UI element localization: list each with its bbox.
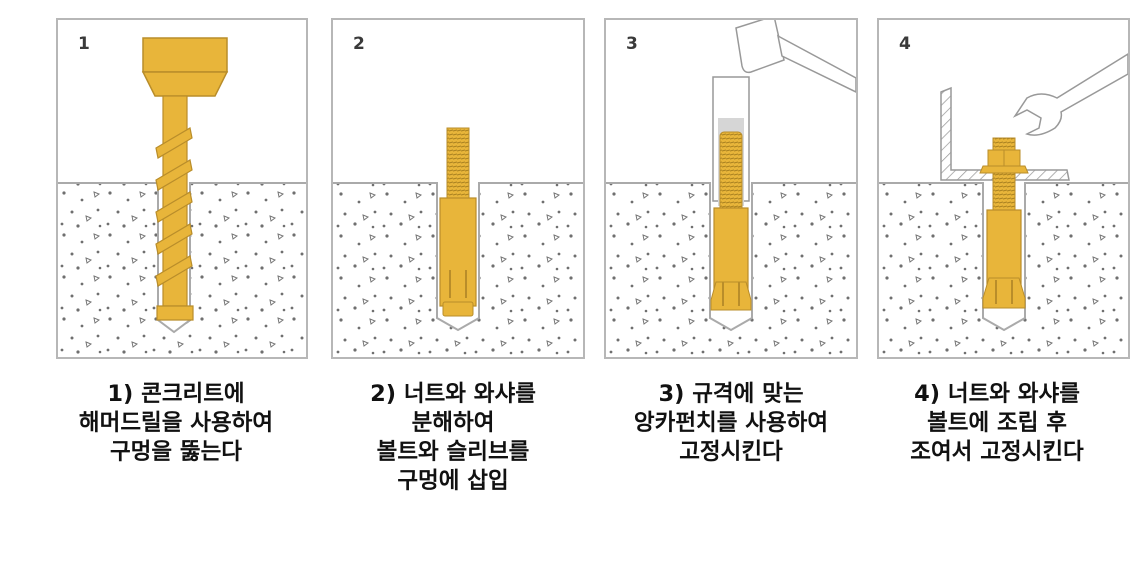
step-4-number: 4	[899, 34, 911, 54]
hammer-icon	[735, 20, 856, 93]
step-3-caption: 3) 규격에 맞는 앙카펀치를 사용하여 고정시킨다	[596, 380, 866, 467]
step-4-caption: 4) 너트와 와샤를 볼트에 조립 후 조여서 고정시킨다	[862, 380, 1132, 467]
bolt-sleeve-illustration	[333, 127, 583, 357]
caption-line: 조여서 고정시킨다	[910, 439, 1084, 465]
caption-line: 고정시킨다	[679, 439, 783, 465]
caption-line: 볼트에 조립 후	[927, 410, 1067, 436]
anchor-bolt	[710, 131, 752, 311]
drill-bit	[155, 95, 194, 321]
drill-chuck	[141, 37, 229, 97]
step-1-panel: 1	[56, 18, 308, 359]
caption-line: 해머드릴을 사용하여	[78, 410, 274, 436]
caption-line: 볼트와 슬리브를	[376, 439, 530, 465]
wrench-icon	[1012, 53, 1128, 136]
caption-line: 2) 너트와 와샤를	[370, 381, 536, 407]
angle-bracket	[940, 86, 1070, 181]
caption-line: 4) 너트와 와샤를	[914, 381, 1080, 407]
step-2-panel: 2	[331, 18, 585, 359]
caption-line: 앙카펀치를 사용하여	[633, 410, 829, 436]
step-2-caption: 2) 너트와 와샤를 분해하여 볼트와 슬리브를 구멍에 삽입	[318, 380, 588, 496]
step-1-number: 1	[78, 34, 90, 54]
step-2-number: 2	[353, 34, 365, 54]
step-3-panel: 3	[604, 18, 858, 359]
caption-line: 분해하여	[411, 410, 495, 436]
caption-line: 1) 콘크리트에	[107, 381, 245, 407]
drill-bit-illustration	[58, 37, 306, 357]
wrench-tightening-illustration	[879, 53, 1128, 357]
step-1-caption: 1) 콘크리트에 해머드릴을 사용하여 구멍을 뚫는다	[41, 380, 311, 467]
anchor-bolt	[439, 127, 477, 317]
anchor-bolt	[979, 137, 1029, 309]
caption-line: 3) 규격에 맞는	[658, 381, 804, 407]
caption-line: 구멍에 삽입	[397, 468, 509, 494]
step-4-panel: 4	[877, 18, 1130, 359]
step-3-number: 3	[626, 34, 638, 54]
anchor-punch-illustration	[606, 20, 856, 357]
caption-line: 구멍을 뚫는다	[109, 439, 243, 465]
